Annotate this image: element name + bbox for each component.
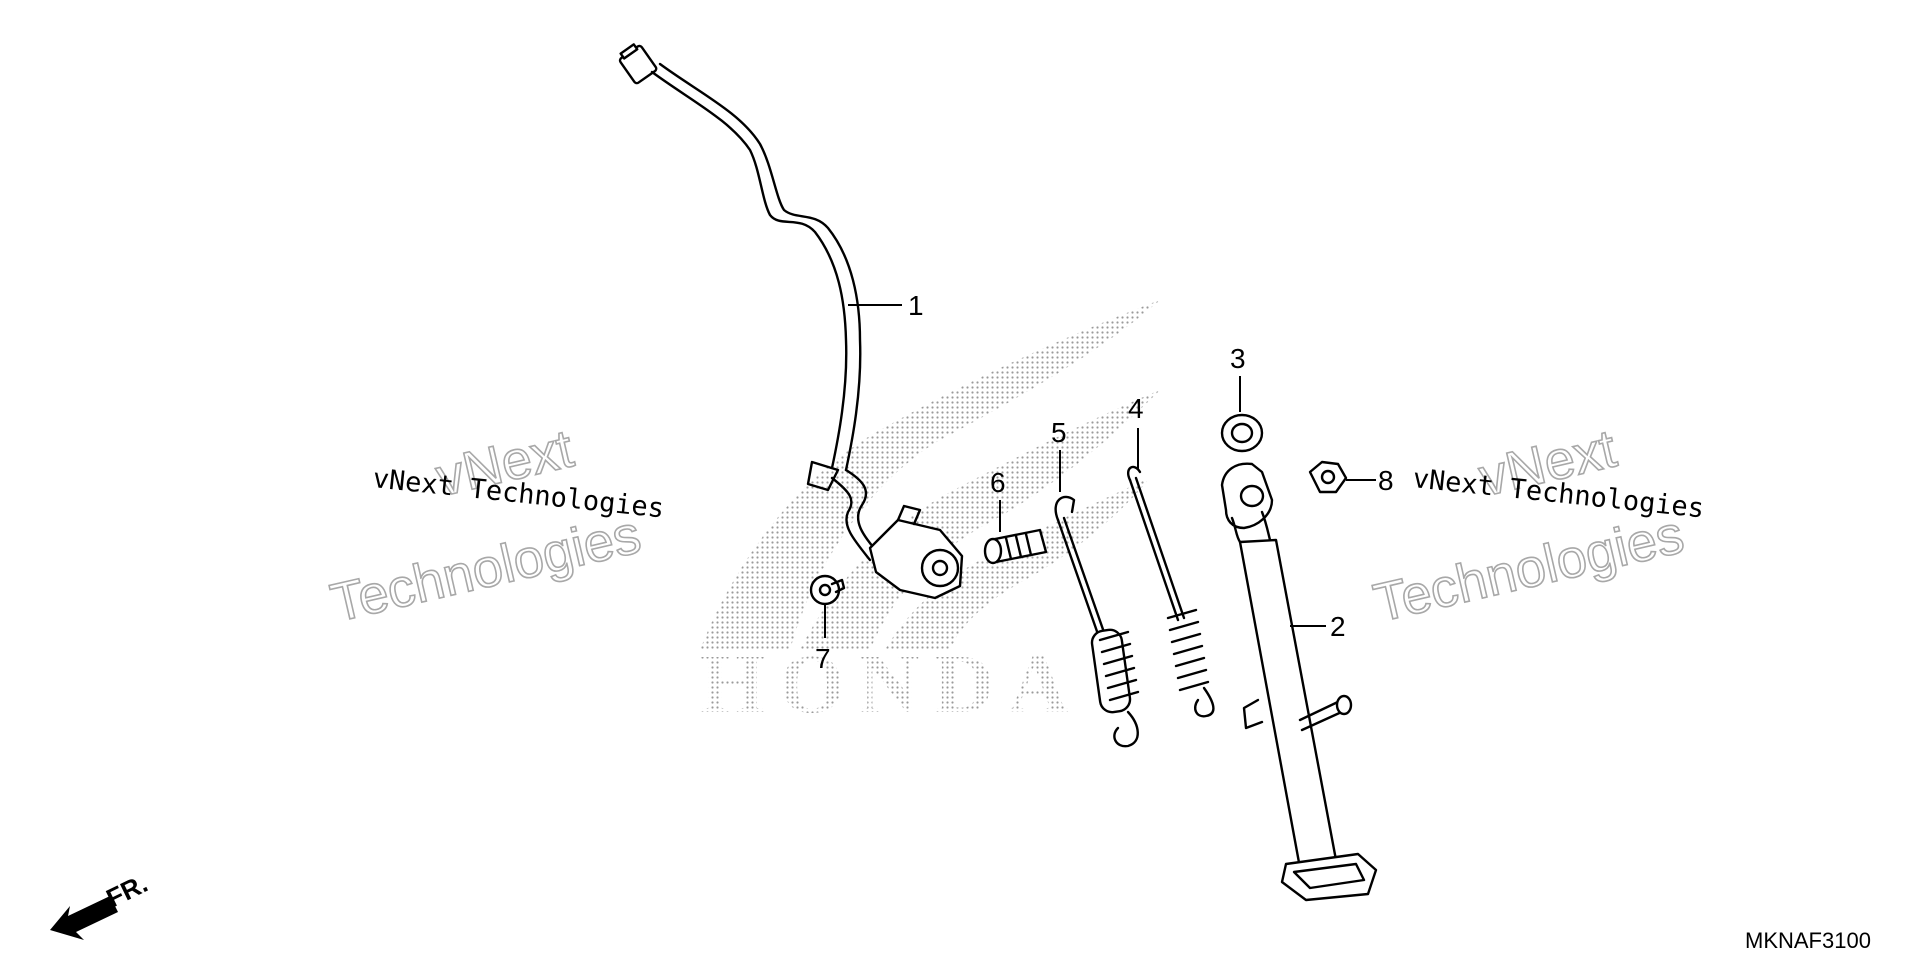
part-washer-screw[interactable] (809, 574, 846, 606)
part-side-stand-switch[interactable] (617, 42, 964, 600)
watermark-right: vNext Technologies vNext Technologies (1368, 418, 1706, 635)
watermark-left: vNext Technologies vNext Technologies (325, 418, 666, 635)
callout-3[interactable]: 3 (1230, 343, 1246, 374)
part-washer[interactable] (1220, 413, 1264, 453)
part-return-spring-a[interactable] (1054, 495, 1140, 748)
callout-7[interactable]: 7 (815, 643, 831, 674)
part-side-stand[interactable] (1220, 462, 1378, 902)
part-pivot-bolt[interactable] (983, 528, 1048, 565)
callout-4[interactable]: 4 (1128, 393, 1144, 424)
honda-wing-logo: HONDA (700, 300, 1160, 731)
diagram-code: MKNAF3100 (1745, 928, 1871, 953)
honda-logo-text: HONDA (700, 638, 1083, 731)
callout-2[interactable]: 2 (1330, 611, 1346, 642)
callout-1[interactable]: 1 (908, 290, 924, 321)
watermark-big-bottom-right: Technologies (1368, 504, 1689, 633)
part-nut[interactable] (1308, 460, 1348, 494)
part-return-spring-b[interactable] (1126, 465, 1215, 718)
callout-6[interactable]: 6 (990, 467, 1006, 498)
callout-8[interactable]: 8 (1378, 465, 1394, 496)
watermark-big-bottom-left: Technologies (325, 504, 646, 633)
callout-5[interactable]: 5 (1051, 417, 1067, 448)
front-arrow-icon: FR. (50, 868, 152, 940)
